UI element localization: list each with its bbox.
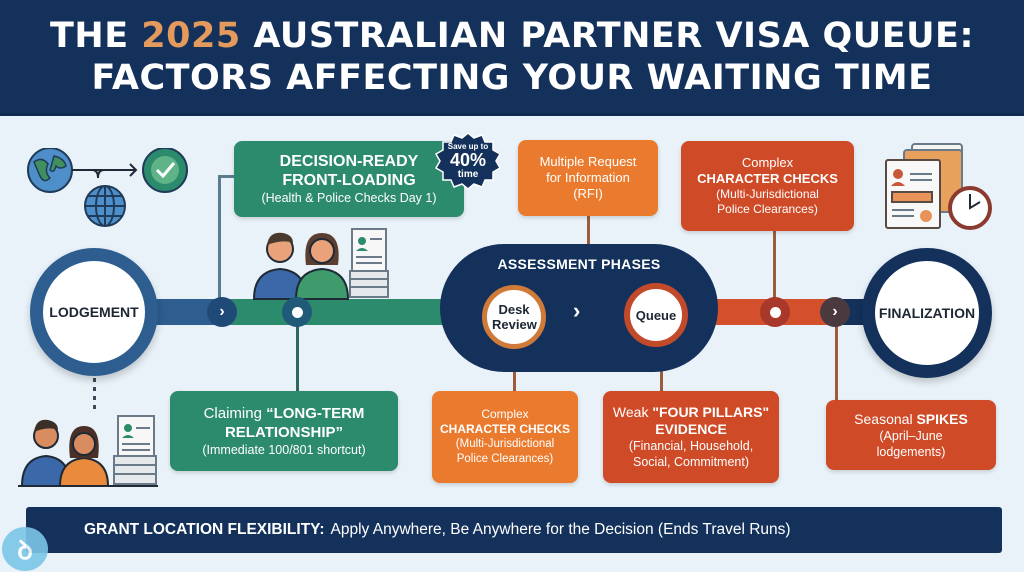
factor-heading: Claiming “LONG-TERM — [204, 404, 365, 423]
title-year: 2025 — [141, 15, 241, 56]
finalization-label: FINALIZATION — [878, 305, 976, 321]
footer-text: Apply Anywhere, Be Anywhere for the Deci… — [330, 521, 791, 538]
factor-detail: (Financial, Household, — [628, 439, 754, 453]
factor-heading: Multiple Request — [539, 154, 637, 169]
factor-bold-text: EVIDENCE — [655, 421, 727, 437]
lodgement-label: LODGEMENT — [49, 304, 139, 320]
factor-detail: (Health & Police Checks Day 1) — [261, 190, 437, 205]
connector-line — [773, 231, 776, 301]
connector-line — [218, 175, 234, 178]
factor-heading: FRONT-LOADING — [282, 171, 416, 189]
factor-detail: (Multi-Jurisdictional — [455, 438, 555, 450]
factor-bold-text: SPIKES — [916, 410, 968, 427]
factor-character-checks-bottom: Complex CHARACTER CHECKS (Multi-Jurisdic… — [432, 391, 578, 483]
footer-banner: GRANT LOCATION FLEXIBILITY: Apply Anywhe… — [26, 507, 1002, 553]
factor-text: Seasonal — [854, 410, 917, 427]
checkmark-icon — [142, 148, 188, 193]
factor-heading: Seasonal SPIKES — [854, 411, 968, 428]
title-text: AUSTRALIAN PARTNER VISA QUEUE: — [240, 15, 974, 56]
factor-detail: Police Clearances) — [717, 202, 818, 216]
chevron-right-icon: › — [573, 298, 581, 323]
badge-text: Save up to — [447, 142, 489, 151]
dotted-connector — [93, 378, 96, 410]
finalization-node: FINALIZATION — [862, 248, 992, 378]
couple-icon — [20, 419, 110, 487]
chevron-right-icon: › — [820, 297, 850, 327]
factor-bold-text: "FOUR PILLARS" — [652, 404, 770, 420]
globe-icon — [27, 148, 73, 193]
factor-character-checks-top: Complex CHARACTER CHECKS (Multi-Jurisdic… — [681, 141, 854, 231]
factor-long-term-relationship: Claiming “LONG-TERM RELATIONSHIP” (Immed… — [170, 391, 398, 471]
factor-detail: (April–June — [879, 428, 943, 443]
factor-bold-text: “LONG-TERM — [266, 404, 365, 422]
couple-documents-icon — [252, 228, 389, 300]
title-line-2: FACTORS AFFECTING YOUR WAITING TIME — [91, 57, 933, 98]
factor-heading: for Information — [546, 170, 630, 185]
factor-rfi: Multiple Request for Information (RFI) — [518, 140, 658, 216]
title-banner: THE 2025 AUSTRALIAN PARTNER VISA QUEUE: … — [0, 0, 1024, 116]
couple-icon — [252, 232, 350, 300]
globe-route-icon — [27, 148, 188, 227]
footer-heading: GRANT LOCATION FLEXIBILITY: — [84, 521, 325, 538]
milestone-node — [760, 297, 790, 327]
phase-desk-review: Desk Review — [482, 285, 546, 349]
badge-text: time — [457, 169, 479, 180]
timeline-bar-green — [222, 299, 482, 325]
factor-detail: (Immediate 100/801 shortcut) — [202, 442, 366, 457]
factor-heading: DECISION-READY — [279, 152, 419, 170]
factor-front-loading: DECISION-READY FRONT-LOADING (Health & P… — [234, 141, 464, 217]
factor-heading: (RFI) — [573, 186, 603, 201]
connector-line — [296, 322, 299, 392]
documents-icon — [349, 228, 389, 298]
factor-heading: EVIDENCE — [655, 421, 727, 438]
factor-heading: CHARACTER CHECKS — [439, 422, 570, 436]
lodgement-node: LODGEMENT — [30, 248, 158, 376]
connector-line — [218, 176, 221, 301]
factor-detail: (Multi-Jurisdictional — [716, 187, 819, 201]
starburst-icon — [434, 132, 502, 190]
factor-four-pillars: Weak "FOUR PILLARS" EVIDENCE (Financial,… — [603, 391, 779, 483]
factor-heading: Weak "FOUR PILLARS" — [613, 404, 769, 421]
globe-grid-icon — [84, 185, 126, 227]
connector-line — [835, 322, 838, 402]
files-clock-icon — [885, 143, 992, 230]
save-time-badge: Save up to 40% time — [432, 132, 504, 190]
connector-line — [587, 216, 590, 246]
factor-bold-text: RELATIONSHIP” — [224, 423, 344, 441]
factor-detail: Social, Commitment) — [633, 455, 749, 469]
factor-heading: Complex — [481, 407, 529, 421]
factor-heading: CHARACTER CHECKS — [697, 171, 838, 186]
documents-icon — [113, 415, 157, 485]
factor-text: Claiming — [203, 404, 267, 422]
factor-heading: Complex — [741, 155, 794, 170]
badge-percent: 40% — [449, 150, 487, 170]
couple-documents-icon — [18, 415, 158, 487]
phase-queue: Queue — [624, 283, 688, 347]
watermark-glyph: ꝺ — [17, 535, 33, 565]
assessment-title: ASSESSMENT PHASES — [497, 256, 661, 272]
factor-detail: Police Clearances) — [456, 453, 554, 465]
factor-seasonal-spikes: Seasonal SPIKES (April–June lodgements) — [826, 400, 996, 470]
factor-heading: RELATIONSHIP” — [225, 423, 343, 442]
milestone-node — [282, 297, 312, 327]
title-line-1: THE 2025 AUSTRALIAN PARTNER VISA QUEUE: — [50, 15, 974, 57]
factor-detail: lodgements) — [876, 444, 946, 459]
phase-label: Desk Review — [492, 302, 537, 332]
factor-text: Weak — [612, 404, 653, 420]
watermark-logo-icon: ꝺ — [2, 527, 48, 571]
chevron-right-icon: › — [207, 297, 237, 327]
title-text: THE — [50, 15, 142, 56]
phase-label: Queue — [635, 307, 677, 323]
